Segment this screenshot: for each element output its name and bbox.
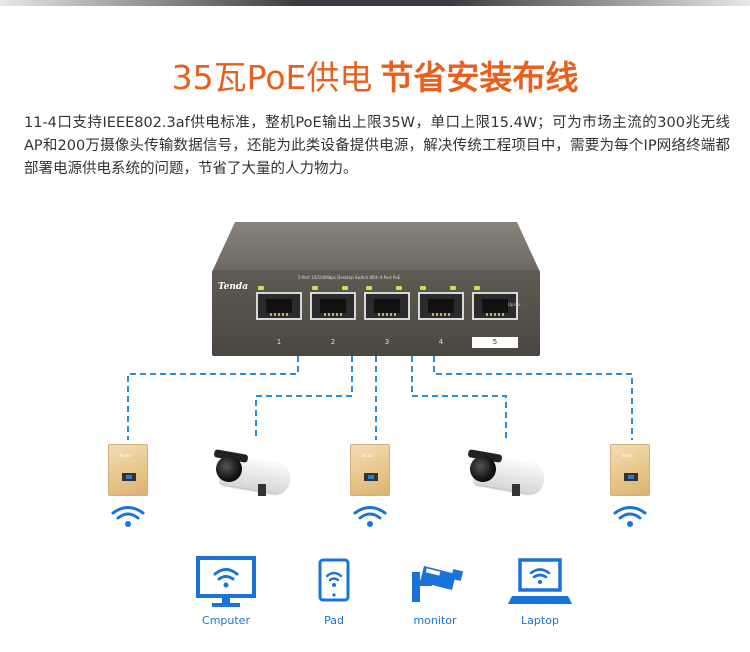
device-monitor: monitor bbox=[400, 556, 470, 632]
switch-top-panel bbox=[212, 222, 540, 272]
wifi-signal-icon bbox=[353, 506, 387, 527]
poe-switch: Tenda 5-Port 10/100Mbps Desktop Switch W… bbox=[212, 222, 540, 358]
port-number: 4 bbox=[438, 338, 444, 346]
ethernet-port-5 bbox=[472, 292, 518, 320]
ip-camera bbox=[206, 440, 292, 498]
description: 11-4口支持IEEE802.3af供电标准，整机PoE输出上限35W，单口上限… bbox=[24, 115, 730, 177]
computer-icon bbox=[196, 556, 256, 607]
tablet-icon bbox=[318, 558, 350, 602]
ethernet-port-4 bbox=[418, 292, 464, 320]
cable-port1 bbox=[127, 356, 299, 440]
uplink-label: Uplink bbox=[508, 302, 521, 307]
device-laptop: Laptop bbox=[504, 556, 576, 632]
port-number: 2 bbox=[330, 338, 336, 346]
led-indicator bbox=[420, 286, 426, 290]
cctv-camera-icon bbox=[412, 566, 464, 602]
device-label: monitor bbox=[413, 614, 457, 627]
ethernet-port-3 bbox=[364, 292, 410, 320]
device-pad: Pad bbox=[300, 556, 368, 632]
switch-front-panel: Tenda 5-Port 10/100Mbps Desktop Switch W… bbox=[212, 270, 540, 356]
headline: 35瓦PoE供电节省安装布线 bbox=[0, 58, 750, 98]
ethernet-port-2 bbox=[310, 292, 356, 320]
port-number: 3 bbox=[384, 338, 390, 346]
wall-access-point: Tenda bbox=[350, 444, 390, 496]
wifi-signal-icon bbox=[111, 506, 145, 527]
device-label: Pad bbox=[324, 614, 344, 627]
led-indicator bbox=[342, 286, 348, 290]
led-indicator bbox=[396, 286, 402, 290]
headline-light: 35瓦PoE供电 bbox=[171, 58, 373, 97]
port-number: 5 bbox=[472, 337, 518, 348]
ethernet-port-1 bbox=[256, 292, 302, 320]
laptop-icon bbox=[508, 558, 572, 604]
headline-bold: 节省安装布线 bbox=[380, 58, 579, 97]
cable-port5 bbox=[433, 356, 633, 440]
cable-port4 bbox=[411, 356, 507, 438]
wall-access-point: Tenda bbox=[108, 444, 148, 496]
device-label: Laptop bbox=[521, 614, 559, 627]
led-indicator bbox=[258, 286, 264, 290]
led-indicator bbox=[312, 286, 318, 290]
switch-model: 5-Port 10/100Mbps Desktop Switch With 4-… bbox=[298, 275, 401, 280]
led-indicator bbox=[474, 286, 480, 290]
wifi-signal-icon bbox=[613, 506, 647, 527]
ip-camera bbox=[460, 440, 546, 498]
cable-port2 bbox=[255, 356, 353, 438]
top-band bbox=[0, 0, 750, 6]
led-indicator bbox=[450, 286, 456, 290]
device-label: Cmputer bbox=[202, 614, 250, 627]
wall-access-point: Tenda bbox=[610, 444, 650, 496]
device-computer: Cmputer bbox=[190, 556, 262, 632]
port-number: 1 bbox=[276, 338, 282, 346]
led-indicator bbox=[366, 286, 372, 290]
brand-logo: Tenda bbox=[218, 282, 249, 292]
port-row: 1 2 3 4 5 bbox=[256, 286, 532, 348]
